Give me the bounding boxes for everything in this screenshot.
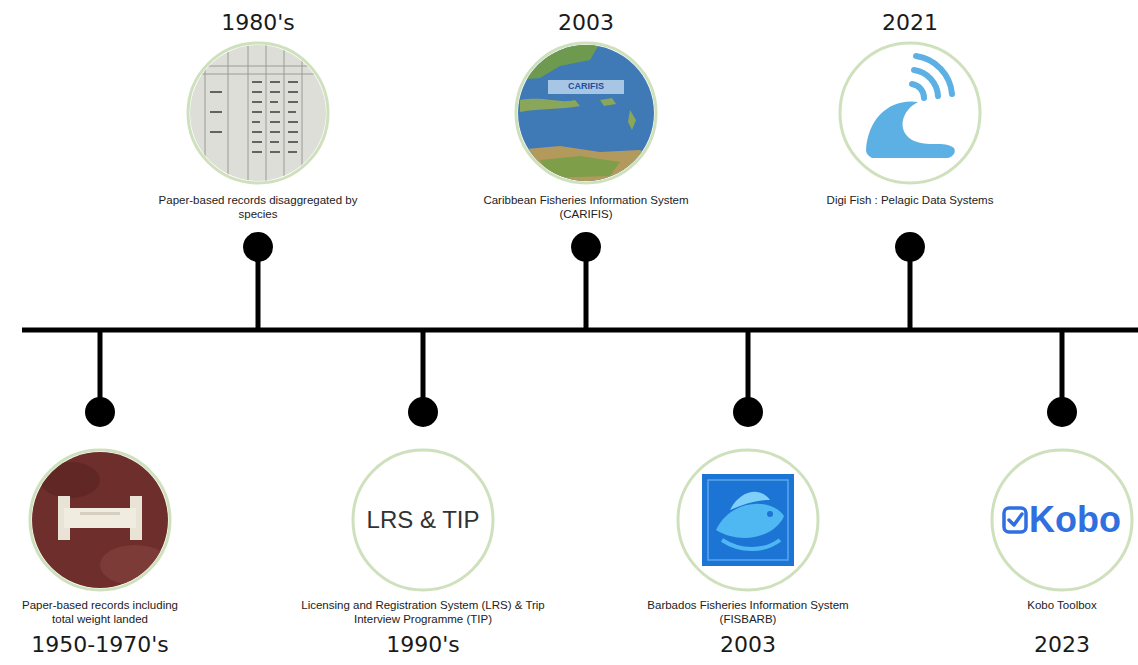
- circle-text: CARIFIS: [466, 82, 706, 92]
- paper-records-photo: [188, 43, 328, 183]
- timeline-entry: Paper-based records including total weig…: [10, 440, 190, 662]
- circle-text: Kobo: [987, 500, 1137, 540]
- timeline-stems: [85, 232, 1077, 427]
- entry-caption: Barbados Fisheries Information System (F…: [643, 598, 853, 626]
- year-label: 2003: [643, 632, 853, 658]
- timeline-entry: LRS & TIP Licensing and Registration Syst…: [288, 440, 558, 662]
- entry-caption: Paper-based records including total weig…: [10, 598, 190, 626]
- wave-signal-icon: [840, 43, 980, 183]
- timeline-entry: KoboKobo Toolbox 2023: [987, 440, 1137, 662]
- entry-caption: Kobo Toolbox: [987, 598, 1137, 612]
- year-label: 2003: [466, 10, 706, 36]
- caribbean-map: [516, 43, 656, 183]
- entry-caption: Caribbean Fisheries Information System (…: [466, 193, 706, 221]
- timeline-entry: 1980'sPaper-based records disaggregated …: [158, 4, 358, 240]
- year-label: 1990's: [288, 632, 558, 658]
- timeline-entry: Barbados Fisheries Information System (F…: [643, 440, 853, 662]
- fish-logo: [678, 450, 818, 590]
- year-label: 1980's: [158, 10, 358, 36]
- year-label: 2021: [780, 10, 1040, 36]
- entry-caption: Paper-based records disaggregated by spe…: [158, 193, 358, 221]
- timeline-entry: 2021Digi Fish : Pelagic Data Systems: [780, 4, 1040, 240]
- year-label: 1950-1970's: [10, 632, 190, 658]
- ledger-cover-photo: [30, 450, 170, 590]
- timeline-entry: 2003CARIFIS Caribbean Fisheries Informati…: [466, 4, 706, 240]
- entry-caption: Digi Fish : Pelagic Data Systems: [780, 193, 1040, 207]
- entry-caption: Licensing and Registration System (LRS) …: [288, 598, 558, 626]
- timeline-axis: [22, 328, 1138, 333]
- circle-text: LRS & TIP: [288, 507, 558, 533]
- year-label: 2023: [987, 632, 1137, 658]
